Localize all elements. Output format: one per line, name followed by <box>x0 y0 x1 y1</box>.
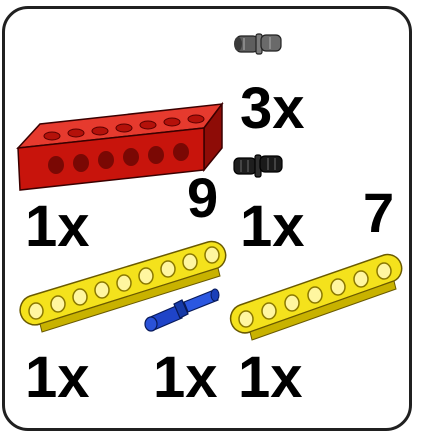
grey-connector-pin-icon <box>234 34 281 54</box>
beam-9-quantity: 1x <box>25 349 90 407</box>
beam-7-length: 7 <box>363 185 394 241</box>
blue-pin-quantity: 1x <box>153 349 218 407</box>
yellow-beam-7-icon <box>231 255 402 340</box>
grey-pin-quantity: 3x <box>240 80 305 138</box>
beam-7-quantity: 1x <box>238 349 303 407</box>
black-pin-quantity: 1x <box>240 198 305 256</box>
black-friction-pin-icon <box>234 155 282 177</box>
beam-9-length: 9 <box>187 170 218 226</box>
red-brick-quantity: 1x <box>25 198 90 256</box>
